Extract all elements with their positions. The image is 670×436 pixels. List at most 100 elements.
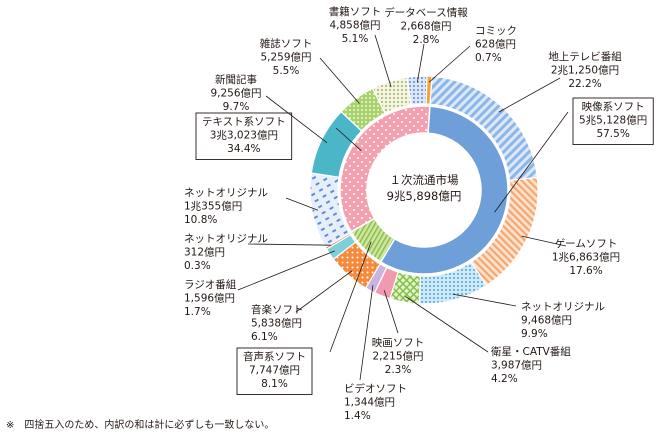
- outer-label-books-line-2: 5.1%: [342, 33, 369, 45]
- outer-label-magazine-line-0: 雑誌ソフト: [260, 37, 313, 50]
- inner-label-video-line-0: 映像系ソフト: [582, 101, 645, 113]
- outer-label-net-text-line-2: 10.8%: [184, 214, 217, 226]
- outer-leader-music: [295, 270, 353, 313]
- footnote: ※ 四捨五入のため、内訳の和は計に必ずしも一致しない。: [6, 420, 275, 431]
- outer-label-videosoft-line-2: 1.4%: [344, 410, 371, 422]
- inner-label-text-line-2: 34.4%: [227, 143, 260, 155]
- outer-slice-comic: [425, 75, 433, 105]
- inner-label-box-video: [572, 97, 654, 145]
- outer-label-newspaper-line-0: 新聞記事: [215, 73, 257, 86]
- inner-label-audio-line-1: 7,747億円: [249, 364, 300, 377]
- outer-label-comic-line-1: 628億円: [475, 38, 516, 51]
- outer-slice-database: [406, 75, 428, 106]
- outer-label-music-line-2: 6.1%: [251, 331, 278, 343]
- outer-leader-terrestrial: [498, 77, 561, 113]
- outer-label-videosoft-line-1: 1,344億円: [344, 396, 395, 409]
- outer-label-net-text-line-0: ネットオリジナル: [184, 187, 268, 199]
- inner-leader-video: [494, 111, 569, 213]
- outer-label-net-video-line-0: ネットオリジナル: [521, 301, 605, 313]
- outer-label-net-text-line-1: 1兆355億円: [184, 200, 242, 213]
- outer-label-comic-line-2: 0.7%: [475, 52, 502, 64]
- outer-label-music-line-1: 5,838億円: [251, 317, 302, 330]
- inner-label-audio-line-2: 8.1%: [261, 378, 288, 390]
- outer-label-net-video-line-2: 9.9%: [521, 328, 548, 340]
- outer-leader-game: [521, 235, 567, 247]
- inner-slice-text: [339, 105, 431, 233]
- outer-label-newspaper-line-2: 9.7%: [223, 101, 250, 113]
- inner-leader-text: [335, 127, 362, 151]
- outer-label-magazine-line-2: 5.5%: [273, 65, 300, 77]
- outer-label-database-line-0: データベース情報: [384, 6, 468, 19]
- outer-label-database-line-2: 2.8%: [413, 34, 440, 46]
- outer-label-net-video-line-1: 9,468億円: [521, 314, 572, 327]
- inner-label-audio-line-0: 音声系ソフト: [243, 350, 306, 363]
- outer-label-satellite-line-0: 衛星・CATV番組: [491, 345, 571, 358]
- outer-label-terrestrial-line-0: 地上テレビ番組: [548, 50, 622, 63]
- outer-leader-net-text: [285, 197, 319, 211]
- center-total: 9兆5,898億円: [387, 189, 462, 203]
- outer-label-radio-line-1: 1,596億円: [184, 292, 235, 305]
- outer-leader-radio: [237, 250, 335, 291]
- outer-label-satellite-line-1: 3,987億円: [491, 359, 542, 372]
- inner-label-text-line-0: テキスト系ソフト: [202, 116, 286, 128]
- outer-label-game-line-0: ゲームソフト: [555, 238, 618, 250]
- outer-leader-database: [416, 43, 425, 83]
- outer-label-newspaper-line-1: 9,256億円: [210, 87, 261, 100]
- leader-lines: [237, 34, 569, 381]
- inner-leader-audio: [329, 241, 372, 353]
- outer-label-game-line-1: 1兆6,863億円: [552, 251, 620, 264]
- outer-ring: [309, 75, 539, 305]
- inner-label-video-line-2: 57.5%: [596, 128, 629, 140]
- outer-label-terrestrial-line-2: 22.2%: [568, 78, 601, 90]
- outer-leader-net-audio: [247, 243, 332, 246]
- outer-label-radio-line-2: 1.7%: [184, 306, 211, 318]
- outer-leader-newspaper: [265, 95, 328, 144]
- inner-ring: [339, 105, 509, 275]
- outer-label-net-audio-line-2: 0.3%: [184, 260, 211, 272]
- outer-label-music-line-0: 音楽ソフト: [251, 303, 304, 316]
- inner-slice-video: [379, 105, 509, 275]
- inner-label-box-text: [195, 112, 293, 160]
- outer-label-radio-line-0: ラジオ番組: [184, 278, 237, 291]
- outer-leader-magazine: [319, 57, 360, 104]
- outer-label-game-line-2: 17.6%: [569, 265, 602, 277]
- outer-label-comic-line-0: コミック: [475, 25, 517, 37]
- outer-label-books-line-1: 4,858億円: [329, 19, 380, 32]
- outer-label-movie-line-1: 2,215億円: [372, 350, 423, 363]
- outer-label-satellite-line-2: 4.2%: [491, 373, 518, 385]
- inner-label-video-line-1: 5兆5,128億円: [579, 114, 647, 127]
- outer-leader-net-video: [452, 293, 517, 307]
- outer-label-movie-line-0: 映画ソフト: [372, 337, 425, 349]
- outer-leader-satellite: [405, 296, 489, 353]
- outer-label-movie-line-2: 2.3%: [385, 364, 412, 376]
- outer-leader-books: [374, 34, 392, 88]
- outer-label-net-audio-line-0: ネットオリジナル: [184, 233, 268, 245]
- center-title: １次流通市場: [390, 173, 459, 187]
- outer-leader-videosoft: [359, 285, 374, 381]
- outer-label-videosoft-line-0: ビデオソフト: [344, 382, 407, 395]
- outer-label-books-line-0: 書籍ソフト: [329, 5, 382, 18]
- outer-label-database-line-1: 2,668億円: [400, 20, 451, 33]
- outer-label-net-audio-line-1: 312億円: [184, 246, 225, 259]
- inner-label-text-line-1: 3兆3,023億円: [210, 129, 278, 142]
- outer-leader-comic: [428, 45, 471, 83]
